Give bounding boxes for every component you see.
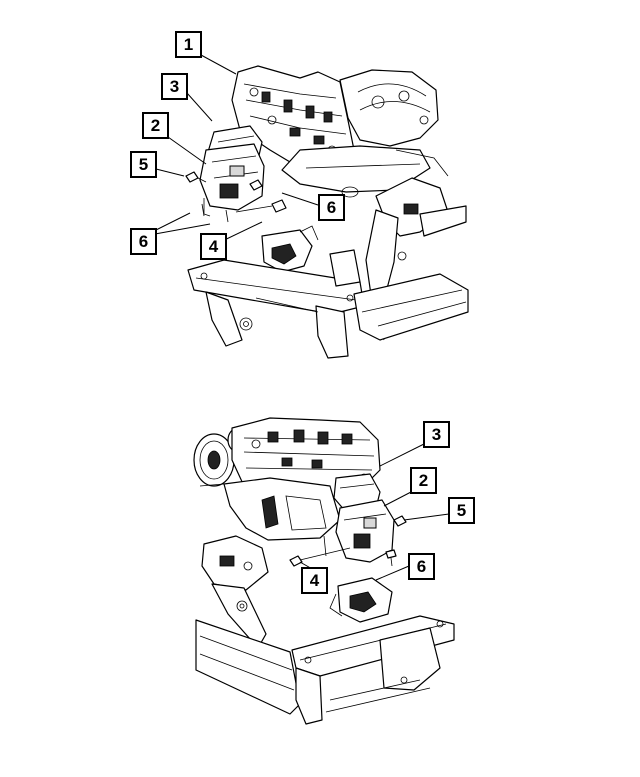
top-leader-lines [143,54,319,246]
svg-text:2: 2 [419,471,428,490]
callout-6: 6 [408,553,435,580]
bottom-view: 3 2 5 4 6 [193,417,475,725]
callout-1: 1 [175,31,202,58]
svg-text:6: 6 [139,232,148,251]
top-callouts: 1 3 2 5 6 6 4 [130,31,345,260]
svg-text:2: 2 [151,116,160,135]
svg-text:1: 1 [184,35,193,54]
svg-text:5: 5 [139,155,148,174]
mount-insulator-illustration [335,499,407,563]
lower-mount-illustration [261,225,319,273]
mount-insulator-illustration [199,143,265,217]
callout-3: 3 [423,421,450,448]
frame-rail-illustration [195,535,301,715]
svg-text:3: 3 [170,77,179,96]
lower-mount-illustration [329,577,393,623]
callout-5: 5 [448,497,475,524]
front-crossmember-illustration [187,249,385,359]
svg-text:6: 6 [417,557,426,576]
top-view: 1 3 2 5 6 6 4 [130,31,469,359]
callout-3: 3 [161,73,188,100]
callout-6: 6 [130,228,157,255]
svg-text:5: 5 [457,501,466,520]
callout-4: 4 [200,233,227,260]
bottom-callouts: 3 2 5 4 6 [301,421,475,594]
svg-text:6: 6 [327,198,336,217]
frame-rail-illustration [353,177,469,341]
callout-5: 5 [130,151,157,178]
svg-text:4: 4 [209,237,219,256]
callout-2: 2 [410,467,437,494]
svg-text:4: 4 [310,571,320,590]
front-crossmember-illustration [291,615,455,725]
bottom-leader-lines [299,443,450,581]
engine-block-illustration [231,65,449,198]
callout-4: 4 [301,567,328,594]
svg-text:3: 3 [432,425,441,444]
callout-6: 6 [318,194,345,221]
callout-2: 2 [142,112,169,139]
bolt-illustrations [289,535,397,567]
bolt-illustrations [185,171,287,223]
